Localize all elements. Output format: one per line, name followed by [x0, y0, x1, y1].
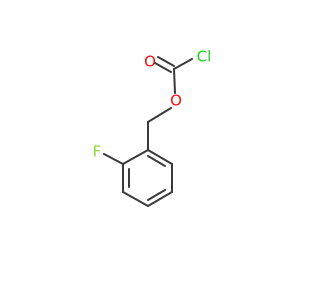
- atom-label-o-carbonyl: O: [144, 53, 156, 71]
- atom-label-cl: Cl: [197, 48, 212, 66]
- bond-carbonyl-2: [154, 62, 172, 73]
- ring-bond-1: [122, 149, 149, 165]
- atom-labels: O Cl O F: [93, 48, 212, 161]
- bond-c-cl: [173, 58, 193, 70]
- ring-inner-2: [147, 189, 166, 201]
- molecule-structure: O Cl O F: [93, 48, 212, 207]
- ring-bond-6: [147, 149, 173, 165]
- ring-bond-3: [122, 191, 149, 207]
- bond-c-f: [103, 153, 124, 165]
- atom-label-o-ester: O: [170, 92, 182, 110]
- bond-carbonyl-1: [157, 56, 175, 67]
- ring-inner-3: [147, 155, 166, 167]
- ring-bond-4: [147, 191, 173, 207]
- atom-label-f: F: [93, 143, 102, 161]
- bond-o-ch2: [147, 107, 172, 123]
- bond-c-o: [173, 68, 176, 94]
- bonds: [103, 56, 193, 207]
